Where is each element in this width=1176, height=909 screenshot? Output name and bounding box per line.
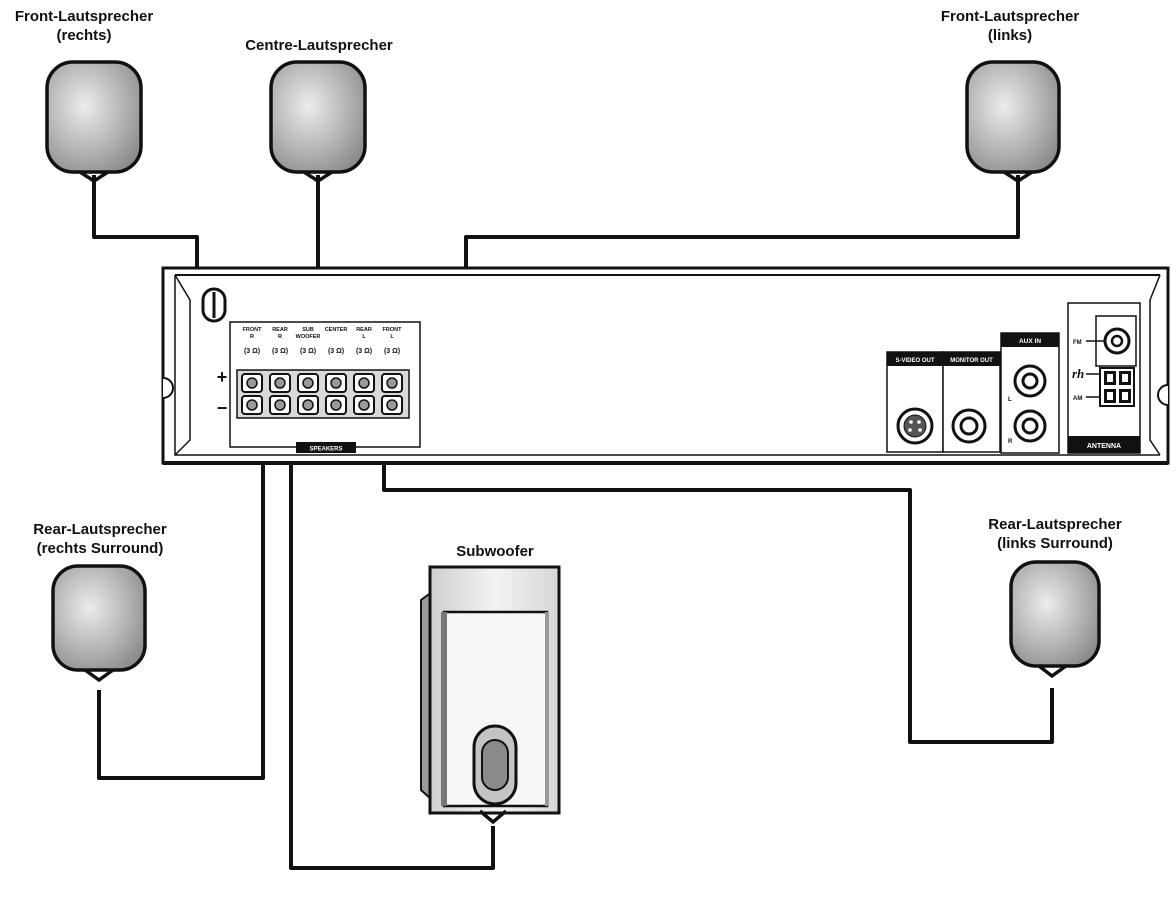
label-front-right-line2: (rechts) [56,27,112,44]
terminal-label: L [390,334,394,340]
label-front-left-line2: (links) [987,27,1033,44]
terminal-screw [246,377,258,389]
label-front-left: Front-Lautsprecher (links) [930,7,1090,45]
terminal-label: SUB [302,327,314,333]
label-rear-left: Rear-Lautsprecher (links Surround) [975,515,1135,553]
aux-in-section: AUX IN L R [1000,332,1060,454]
aux-r-text: R [1008,439,1013,445]
terminal-screw [386,399,398,411]
aux-l-text: L [1008,397,1012,403]
terminal-screw [302,377,314,389]
antenna-section: ANTENNA FM rh AM [1067,302,1141,454]
fm-text: FM [1073,340,1082,346]
terminal-label: FRONT [243,327,263,333]
monitor-out-label: MONITOR OUT [950,358,993,364]
subwoofer-unit [420,565,561,825]
terminal-label: FRONT [383,327,403,333]
label-centre: Centre-Lautsprecher [229,36,409,55]
terminal-screw [246,399,258,411]
speaker-rear-right [51,564,147,683]
speaker-front-left [965,60,1061,184]
speakers-label: SPEAKERS [309,447,342,453]
terminal-screw [330,399,342,411]
cable-clip [201,287,227,323]
terminal-screw [358,399,370,411]
terminal-label: L [362,334,366,340]
wire-rear-left [382,405,1054,744]
label-rear-left-line2: (links Surround) [997,535,1113,552]
label-subwoofer: Subwoofer [430,542,560,561]
ground-icon: rh [1072,366,1084,381]
plus-sign: + [217,367,228,387]
terminal-screw [358,377,370,389]
svideo-out-section: S-VIDEO OUT [886,351,944,453]
terminal-impedance: (3 Ω) [328,348,344,355]
label-front-right-line1: Front-Lautsprecher [14,8,154,25]
label-rear-left-line1: Rear-Lautsprecher [988,516,1122,533]
label-front-right: Front-Lautsprecher (rechts) [5,7,163,45]
label-rear-right-line1: Rear-Lautsprecher [33,521,167,538]
speaker-wires [92,175,1054,870]
label-rear-right-line2: (rechts Surround) [36,540,164,557]
label-rear-right: Rear-Lautsprecher (rechts Surround) [20,520,180,558]
terminal-screw [302,399,314,411]
label-front-left-line1: Front-Lautsprecher [940,8,1080,25]
terminal-screw [274,377,286,389]
speaker-rear-left [1009,560,1101,679]
minus-sign: − [217,398,228,418]
terminal-screw [386,377,398,389]
terminal-impedance: (3 Ω) [356,348,372,355]
wire-rear-right [97,405,265,780]
terminal-label: R [250,334,254,340]
terminal-label: REAR [356,327,372,333]
terminal-center: CENTER (3 Ω) [325,327,348,415]
antenna-label: ANTENNA [1087,443,1121,450]
label-subwoofer-line1: Subwoofer [456,543,534,560]
label-centre-line1: Centre-Lautsprecher [245,37,393,54]
terminal-impedance: (3 Ω) [244,348,260,355]
terminal-impedance: (3 Ω) [272,348,288,355]
speaker-front-right [45,60,143,184]
terminal-screw [330,377,342,389]
terminal-impedance: (3 Ω) [384,348,400,355]
terminal-label: WOOFER [296,334,321,340]
speaker-centre [269,60,367,184]
aux-in-label: AUX IN [1019,338,1041,345]
terminal-screw [274,399,286,411]
terminal-impedance: (3 Ω) [300,348,316,355]
wire-subwoofer [289,405,495,870]
monitor-out-section: MONITOR OUT [942,351,1001,453]
svideo-out-label: S-VIDEO OUT [895,358,934,364]
terminal-label: R [278,334,282,340]
terminal-label: CENTER [325,327,348,333]
am-text: AM [1073,396,1082,402]
terminal-label: REAR [272,327,288,333]
